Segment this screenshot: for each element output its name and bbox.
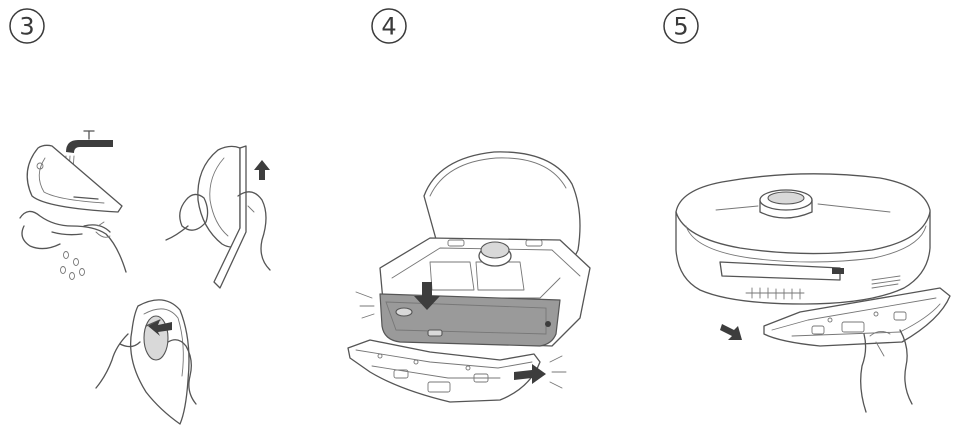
faucet-icon — [66, 131, 113, 153]
mop-plate-inserting — [348, 340, 540, 402]
hands-wringing — [20, 211, 126, 272]
step-3-illustration — [20, 131, 270, 424]
mop-plate-upright — [198, 146, 240, 247]
pull-out-arrow-icon — [720, 324, 742, 340]
mop-plate-washing — [27, 145, 122, 212]
click-marks-left — [356, 292, 374, 318]
water-drops-icon — [61, 252, 85, 280]
step-4-illustration — [348, 152, 590, 402]
step-5-illustration — [676, 174, 950, 412]
lidar-turret — [760, 190, 812, 218]
hand-removing-left — [96, 334, 128, 388]
dock-cleaning-tray — [380, 294, 560, 346]
click-marks-right — [550, 356, 566, 388]
move-up-arrow-icon — [254, 160, 270, 180]
